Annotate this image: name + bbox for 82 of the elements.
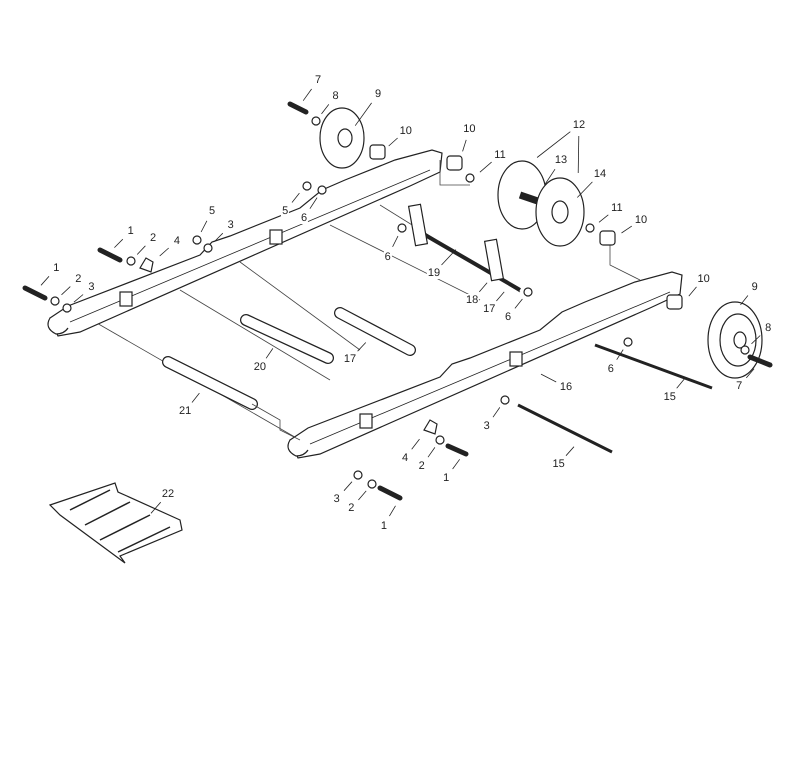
leader-line — [566, 446, 574, 456]
callout-number: 11 — [610, 202, 624, 214]
leader-line — [159, 248, 170, 256]
leader-line — [496, 292, 505, 302]
callout-number: 4 — [172, 234, 181, 247]
callout-number: 3 — [332, 492, 341, 505]
callout-number: 7 — [314, 74, 322, 86]
callout-number: 4 — [400, 452, 410, 464]
leader-line — [74, 294, 84, 303]
callout-number: 16 — [558, 381, 574, 393]
callout-number: 14 — [592, 168, 608, 180]
leader-line — [544, 168, 556, 185]
leader-line — [310, 197, 318, 210]
callout-number: 19 — [426, 267, 442, 279]
leader-line — [266, 348, 274, 359]
leader-line — [576, 182, 593, 198]
leader-line — [357, 342, 366, 352]
leader-line — [751, 335, 761, 344]
leader-line — [192, 392, 200, 403]
leader-line — [392, 236, 398, 248]
callout-number: 1 — [380, 520, 388, 532]
leader-line — [61, 286, 71, 296]
leader-line — [150, 502, 162, 514]
callout-number: 9 — [374, 88, 382, 100]
callout-number: 22 — [160, 488, 176, 500]
leader-line — [428, 447, 436, 458]
leader-line — [676, 378, 685, 389]
callout-number: 8 — [332, 90, 340, 102]
callout-number: 6 — [384, 250, 392, 263]
callout-number: 3 — [226, 219, 235, 232]
leader-line — [540, 374, 557, 382]
leader-line — [616, 349, 624, 360]
leader-line — [536, 131, 571, 158]
callout-number: 10 — [462, 123, 477, 136]
leader-line — [321, 104, 330, 114]
callout-number: 6 — [300, 212, 308, 224]
callout-number: 6 — [606, 362, 615, 375]
callout-number: 10 — [398, 124, 413, 137]
leader-line — [114, 238, 124, 248]
callout-number: 1 — [442, 472, 450, 484]
callout-number: 10 — [634, 214, 648, 226]
callout-number: 13 — [554, 154, 568, 166]
callout-number: 5 — [281, 205, 290, 218]
callout-number: 20 — [252, 361, 268, 374]
leader-line — [441, 249, 456, 266]
leader-line — [411, 438, 420, 450]
leader-line — [389, 505, 396, 516]
leader-line — [688, 286, 697, 296]
callout-number: 3 — [482, 420, 491, 432]
callout-number: 9 — [750, 280, 759, 293]
leader-line — [621, 226, 632, 234]
leader-line — [214, 232, 224, 242]
leader-line — [598, 214, 609, 223]
callout-number: 15 — [552, 458, 566, 470]
leader-line — [452, 458, 460, 470]
callout-number: 3 — [87, 281, 96, 294]
leader-line — [462, 140, 467, 152]
leader-line — [200, 220, 208, 232]
callout-number: 12 — [572, 119, 586, 131]
leader-line — [514, 298, 523, 309]
leader-line — [358, 490, 367, 500]
leader-line — [388, 138, 398, 146]
leader-line — [746, 368, 754, 378]
leader-line — [302, 88, 312, 102]
callout-number: 8 — [764, 322, 772, 334]
callout-number: 2 — [148, 232, 158, 244]
callout-number: 18 — [465, 294, 480, 306]
leader-line — [478, 282, 488, 292]
leader-line — [344, 481, 352, 492]
callout-number: 15 — [662, 390, 677, 403]
leader-line — [492, 407, 500, 418]
leader-line — [354, 102, 372, 126]
leader-line — [480, 162, 492, 173]
leader-line — [136, 245, 146, 255]
leader-line — [740, 295, 748, 306]
callout-number: 5 — [208, 205, 216, 217]
callout-number: 6 — [504, 310, 512, 323]
leader-line — [578, 136, 580, 174]
callout-number: 10 — [696, 272, 711, 285]
leader-line — [292, 192, 300, 203]
leader-line — [40, 276, 50, 286]
callout-number: 11 — [493, 149, 507, 161]
